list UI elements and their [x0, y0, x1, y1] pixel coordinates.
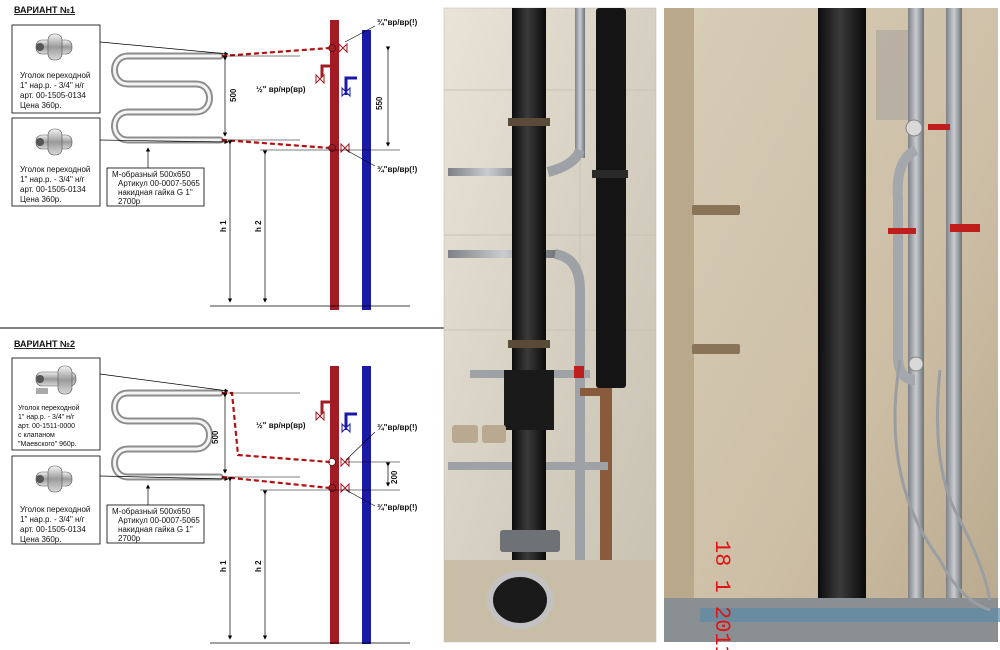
supply-riser-v1 — [330, 20, 339, 310]
variant1-diagram: ВАРИАНТ №1 Уголок переходной 1" нар.р. -… — [11, 5, 418, 310]
dim-500-v1: 500 — [229, 88, 238, 102]
towel-label-box-v1 — [106, 167, 205, 207]
fitting2-top-line2: 1" нар.р. - 3/4" н/г — [18, 414, 75, 421]
drain-socket — [487, 571, 553, 629]
dim-500-v2: 500 — [211, 430, 220, 444]
fitting-bottom-line3: арт. 00-1505-0134 — [20, 185, 86, 194]
variant2-diagram: ВАРИАНТ №2 Уголок переходной 1" нар.р. -… — [11, 339, 418, 644]
variant1-title: ВАРИАНТ №1 — [14, 5, 75, 15]
dim-200-v2: 200 — [390, 470, 399, 484]
fitting-maevsky-icon — [35, 365, 77, 395]
fitting2-top-line3: арт. 00-1511-0000 — [18, 423, 75, 430]
dashed-return-v2 — [221, 475, 331, 490]
label-top-right-v1: ¾"вр/вр(!) — [377, 18, 418, 27]
towel-dryer-shape — [111, 389, 224, 481]
photo-date-stamp: 18 1 2011 — [709, 540, 734, 650]
towel2-line3: накидная гайка G 1" — [118, 525, 193, 534]
fitting2-top-line4: с клапаном — [18, 432, 55, 439]
label-bottom-right-v1: ¾"вр/вр(!) — [377, 165, 418, 174]
black-main-pipe-new — [818, 8, 866, 642]
supply-riser-new — [908, 8, 924, 642]
variant2-title: ВАРИАНТ №2 — [14, 339, 75, 349]
fitting2-bottom-line2: 1" нар.р. - 3/4" н/г — [20, 515, 85, 524]
fitting-top-line4: Цена 360р. — [20, 101, 61, 110]
fitting2-top-line1: Уголок переходной — [18, 404, 80, 412]
fitting2-bottom-line3: арт. 00-1505-0134 — [20, 525, 86, 534]
fitting-angle-icon — [35, 33, 73, 61]
towel-label-box-v2 — [106, 504, 205, 544]
return-riser-v1 — [362, 30, 371, 310]
return-riser-new — [946, 8, 962, 642]
fitting-angle-icon — [35, 465, 73, 493]
label-mid-v1: ½" вр/нр(вр) — [256, 85, 306, 94]
photo-riser-before — [443, 7, 657, 643]
towel-line4: 2700р — [118, 197, 141, 206]
valve-top-v1 — [338, 42, 348, 54]
towel-line3: накидная гайка G 1" — [118, 188, 193, 197]
towel2-line4: 2700р — [118, 534, 141, 543]
dim-550-v1: 550 — [375, 96, 384, 110]
label-bottom-right-v2: ¾"вр/вр(!) — [377, 503, 418, 512]
towel2-line2: Артикул 00-0007-5065 — [118, 516, 200, 525]
label-mid-v2: ½" вр/нр(вр) — [256, 421, 306, 430]
fitting-top-line3: арт. 00-1505-0134 — [20, 91, 86, 100]
towel-line1: М-образный 500х650 — [112, 170, 191, 179]
fitting-top-line2: 1" нар.р. - 3/4" н/г — [20, 81, 85, 90]
dashed-supply-v1 — [221, 46, 331, 58]
label-right-v2: ¾"вр/вр(!) — [377, 423, 418, 432]
insulated-pipe — [596, 8, 626, 388]
towel2-line1: М-образный 500х650 — [112, 507, 191, 516]
fitting-bottom-line4: Цена 360р. — [20, 195, 61, 204]
fitting-bottom-line1: Уголок переходной — [20, 165, 90, 174]
dim-h2-v2: h 2 — [254, 560, 263, 572]
fitting2-top-line5: "Маевского" 960р. — [18, 441, 77, 448]
photo-riser-after: 18 1 2011 — [664, 8, 1000, 650]
fitting-top-line1: Уголок переходной — [20, 71, 90, 80]
fitting-angle-icon — [35, 128, 73, 156]
supply-riser-v2 — [330, 366, 339, 644]
return-riser-v2 — [362, 366, 371, 644]
fitting2-bottom-line4: Цена 360р. — [20, 535, 61, 544]
dashed-return-v1 — [221, 138, 331, 150]
towel-dryer-shape — [111, 52, 224, 144]
fitting2-bottom-line1: Уголок переходной — [20, 505, 90, 514]
fitting-bottom-line2: 1" нар.р. - 3/4" н/г — [20, 175, 85, 184]
dim-h1-v2: h 1 — [219, 560, 228, 572]
dim-h2-v1: h 2 — [254, 220, 263, 232]
towel-line2: Артикул 00-0007-5065 — [118, 179, 200, 188]
dim-h1-v1: h 1 — [219, 220, 228, 232]
